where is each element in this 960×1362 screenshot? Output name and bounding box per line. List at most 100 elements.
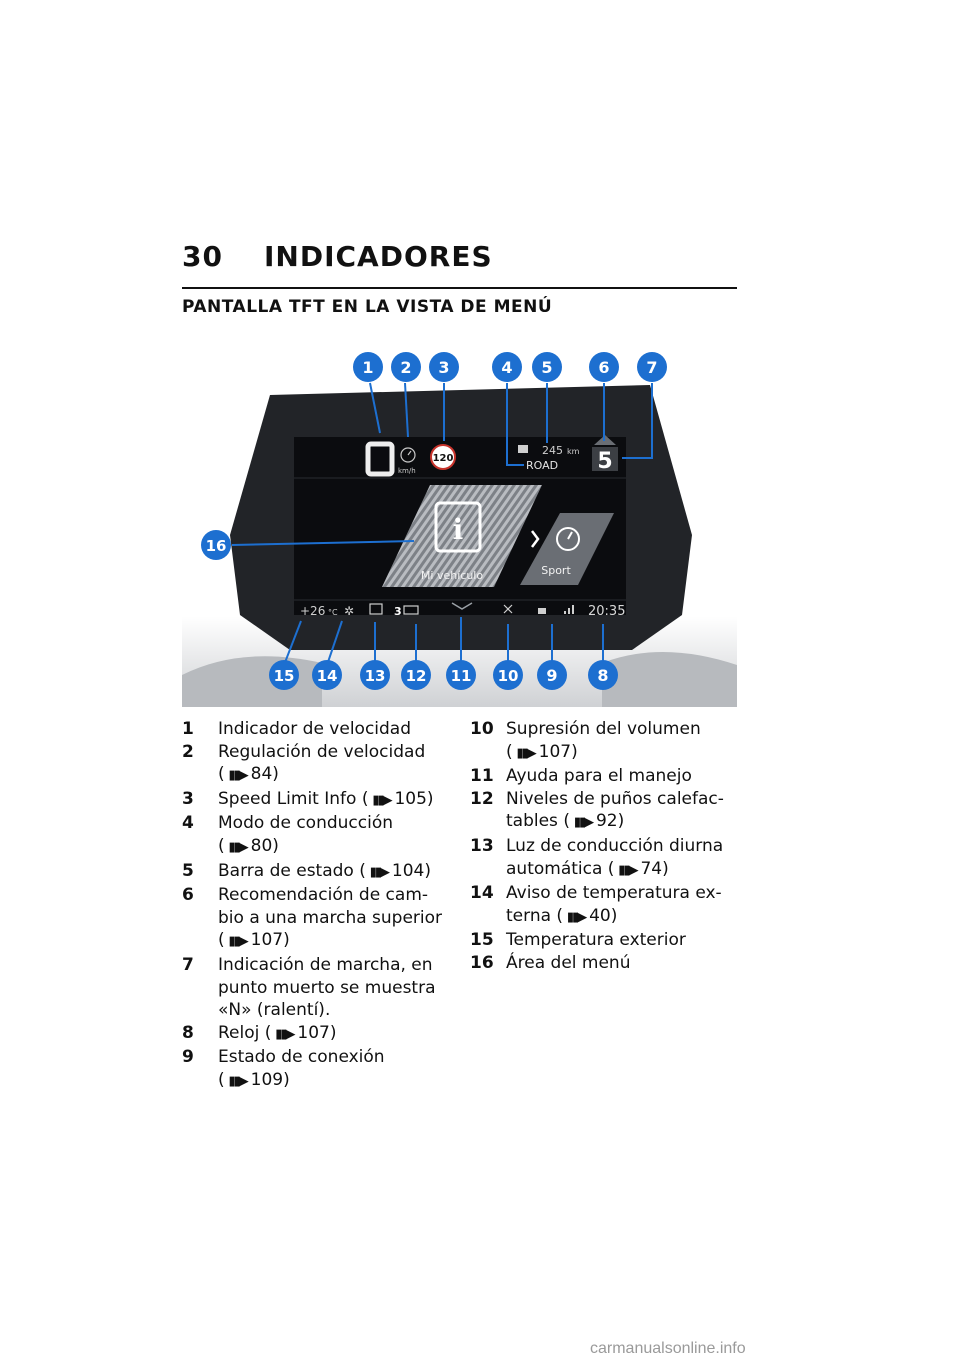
legend-text: Temperatura exterior	[506, 930, 686, 951]
signal-icon	[564, 611, 566, 614]
page-ref-arrow-icon: ▮▮▶	[275, 1026, 295, 1042]
page-ref-arrow-icon: ▮▮▶	[573, 815, 594, 831]
page-ref-arrow-icon: ▮▮▶	[228, 934, 248, 950]
legend-number: 11	[470, 766, 494, 787]
page-ref-arrow-icon: ▮▮▶	[228, 1073, 248, 1089]
legend-text: Aviso de temperatura ex-terna	[506, 883, 722, 926]
temperature-unit: °C	[328, 608, 338, 617]
callouts: 1 2 3 4 5 6 7 8 9 10 11 12 13 14 15 16	[201, 352, 667, 690]
legend-number: 1	[182, 719, 194, 739]
speed-unit: km/h	[398, 467, 416, 475]
callout-3: 3	[438, 358, 449, 377]
fuel-icon	[518, 445, 528, 453]
legend-text-block: Supresión del volumen (▮▮▶107)	[506, 718, 732, 765]
legend-text-block: Indicación de marcha, en punto muerto se…	[218, 954, 447, 1022]
legend-text: Indicación de marcha, en punto muerto se…	[218, 954, 436, 1021]
page-ref-number: 107)	[297, 1022, 337, 1043]
legend-text: Supresión del volumen	[506, 719, 701, 739]
cruise-gauge-icon	[400, 447, 416, 463]
callout-5: 5	[541, 358, 552, 377]
section-title: PANTALLA TFT EN LA VISTA DE MENÚ	[182, 297, 553, 317]
menu-tile-vehicle	[382, 485, 542, 587]
legend-item: 5 Barra de estado (▮▮▶104)	[182, 860, 447, 885]
range-unit: km	[567, 447, 580, 456]
header-divider	[182, 287, 737, 289]
legend-item: 6 Recomendación de cam-bio a una marcha s…	[182, 884, 447, 954]
frost-warning-icon: ✲	[344, 604, 354, 618]
watermark: carmanualsonline.info	[590, 1340, 746, 1357]
legend-number: 6	[182, 885, 194, 906]
callout-16: 16	[206, 537, 227, 555]
legend-text: Speed Limit Info	[218, 788, 357, 809]
callout-6: 6	[598, 358, 609, 377]
callout-4: 4	[501, 358, 512, 377]
legend-text: Niveles de puños calefac-tables	[506, 788, 724, 832]
callout-14: 14	[317, 667, 338, 685]
legend-number: 5	[182, 860, 194, 881]
info-icon	[434, 501, 482, 553]
page-reference: (▮▮▶40)	[556, 906, 617, 926]
legend-number: 12	[470, 788, 494, 809]
legend-text-block: Indicador de velocidad	[218, 718, 447, 741]
speed-limit-value: 120	[433, 453, 454, 464]
chapter-title: INDICADORES	[264, 240, 493, 273]
page-header: 30 INDICADORES PANTALLA TFT EN LA VISTA …	[182, 240, 737, 317]
page-reference: (▮▮▶104)	[359, 861, 431, 881]
page-ref-arrow-icon: ▮▮▶	[372, 792, 392, 808]
chapter-heading: 30 INDICADORES	[182, 240, 737, 273]
callout-11: 11	[451, 667, 472, 685]
speed-limit-sign	[430, 444, 456, 470]
page-number: 30	[182, 240, 223, 273]
gear-box	[592, 447, 618, 471]
menu-sport-label: Sport	[541, 564, 571, 577]
page-ref-arrow-icon: ▮▮▶	[228, 839, 248, 855]
legend-number: 15	[470, 930, 494, 951]
legend-text-block: Ayuda para el manejo	[506, 765, 732, 788]
legend-text: Modo de conducción	[218, 813, 393, 834]
page-reference: (▮▮▶80)	[218, 836, 279, 856]
page-ref-arrow-icon: ▮▮▶	[516, 745, 536, 761]
legend-text-block: Barra de estado (▮▮▶104)	[218, 860, 447, 885]
page-ref-arrow-icon: ▮▮▶	[566, 909, 587, 925]
legend-text: Luz de conducción diurna automática	[506, 835, 724, 879]
legend-text: Ayuda para el manejo	[506, 766, 692, 787]
page-reference: (▮▮▶109)	[218, 1070, 290, 1090]
legend-text: Barra de estado	[218, 860, 354, 881]
callout-7: 7	[646, 358, 657, 377]
connection-icon	[538, 608, 546, 614]
legend-text-block: Aviso de temperatura ex-terna (▮▮▶40)	[506, 882, 732, 929]
legend-number: 9	[182, 1047, 194, 1068]
legend-item: 11 Ayuda para el manejo	[470, 765, 732, 788]
page-ref-arrow-icon: ▮▮▶	[369, 864, 390, 880]
clock-value: 20:35	[588, 604, 625, 619]
menu-vehicle-label: Mi vehículo	[421, 569, 483, 582]
legend-text: Regulación de velocidad	[218, 741, 426, 762]
page-ref-number: 107)	[538, 741, 578, 762]
page-reference: (▮▮▶105)	[362, 789, 434, 809]
tft-display-illustration: 0 km/h 120 245 km ROAD 5 i Mi vehículo S…	[182, 345, 737, 707]
page-ref-number: 80)	[250, 835, 279, 856]
legend-text: Estado de conexión	[218, 1047, 385, 1068]
legend-number: 4	[182, 813, 194, 834]
legend-item: 9 Estado de conexión (▮▮▶109)	[182, 1046, 447, 1093]
page-reference: (▮▮▶107)	[506, 742, 578, 762]
legend-text-block: Temperatura exterior	[506, 929, 732, 952]
page-ref-number: 74)	[640, 858, 669, 879]
legend-text-block: Recomendación de cam-bio a una marcha su…	[218, 884, 447, 954]
callout-9: 9	[546, 666, 557, 685]
callout-15: 15	[274, 667, 295, 685]
mute-icon	[503, 604, 513, 614]
svg-text:i: i	[453, 513, 464, 546]
page-ref-number: 109)	[250, 1069, 290, 1090]
riding-mode: ROAD	[526, 459, 558, 472]
legend-text-block: Estado de conexión (▮▮▶109)	[218, 1046, 447, 1093]
legend-text: Reloj	[218, 1022, 260, 1043]
speed-digit-box	[365, 441, 395, 477]
